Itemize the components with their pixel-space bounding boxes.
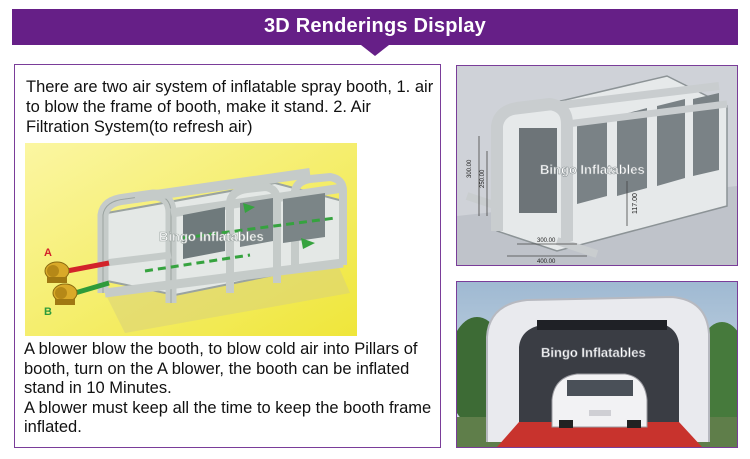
diagram-watermark: Bingo Inflatables bbox=[159, 229, 264, 244]
banner-pointer bbox=[361, 45, 389, 56]
description-panel: There are two air system of inflatable s… bbox=[14, 64, 441, 448]
intro-text: There are two air system of inflatable s… bbox=[26, 78, 434, 136]
air-system-diagram: Bingo Inflatables A B bbox=[25, 143, 357, 336]
dimension-height-1: 300.00 bbox=[467, 159, 473, 178]
dimension-height-2: 250.00 bbox=[480, 169, 486, 188]
blower-a-label: A bbox=[44, 247, 52, 259]
dimension-width-1: 300.00 bbox=[537, 238, 556, 244]
dimension-width-2: 400.00 bbox=[537, 259, 556, 265]
blower-b-label: B bbox=[44, 306, 52, 318]
banner-title: 3D Renderings Display bbox=[263, 15, 487, 37]
dimension-height-3: 117.00 bbox=[632, 193, 639, 214]
blower-text: A blower blow the booth, to blow cold ai… bbox=[24, 340, 438, 438]
red-air-pipe bbox=[66, 260, 110, 274]
blower-text-line2: A blower must keep all the time to keep … bbox=[24, 398, 432, 437]
booth-rendering-image: 300.00 250.00 117.00 300.00 400.00 Bingo… bbox=[456, 65, 738, 266]
booth-photo-image: Bingo Inflatables bbox=[456, 281, 738, 448]
blower-text-line1: A blower blow the booth, to blow cold ai… bbox=[24, 340, 418, 397]
blower-b bbox=[52, 283, 78, 305]
photo-top-watermark: Bingo Inflatables bbox=[540, 162, 645, 177]
header-banner: 3D Renderings Display bbox=[12, 9, 738, 45]
photo-bottom-watermark: Bingo Inflatables bbox=[541, 345, 646, 360]
green-air-pipe bbox=[74, 280, 110, 296]
blower-a bbox=[44, 261, 70, 283]
